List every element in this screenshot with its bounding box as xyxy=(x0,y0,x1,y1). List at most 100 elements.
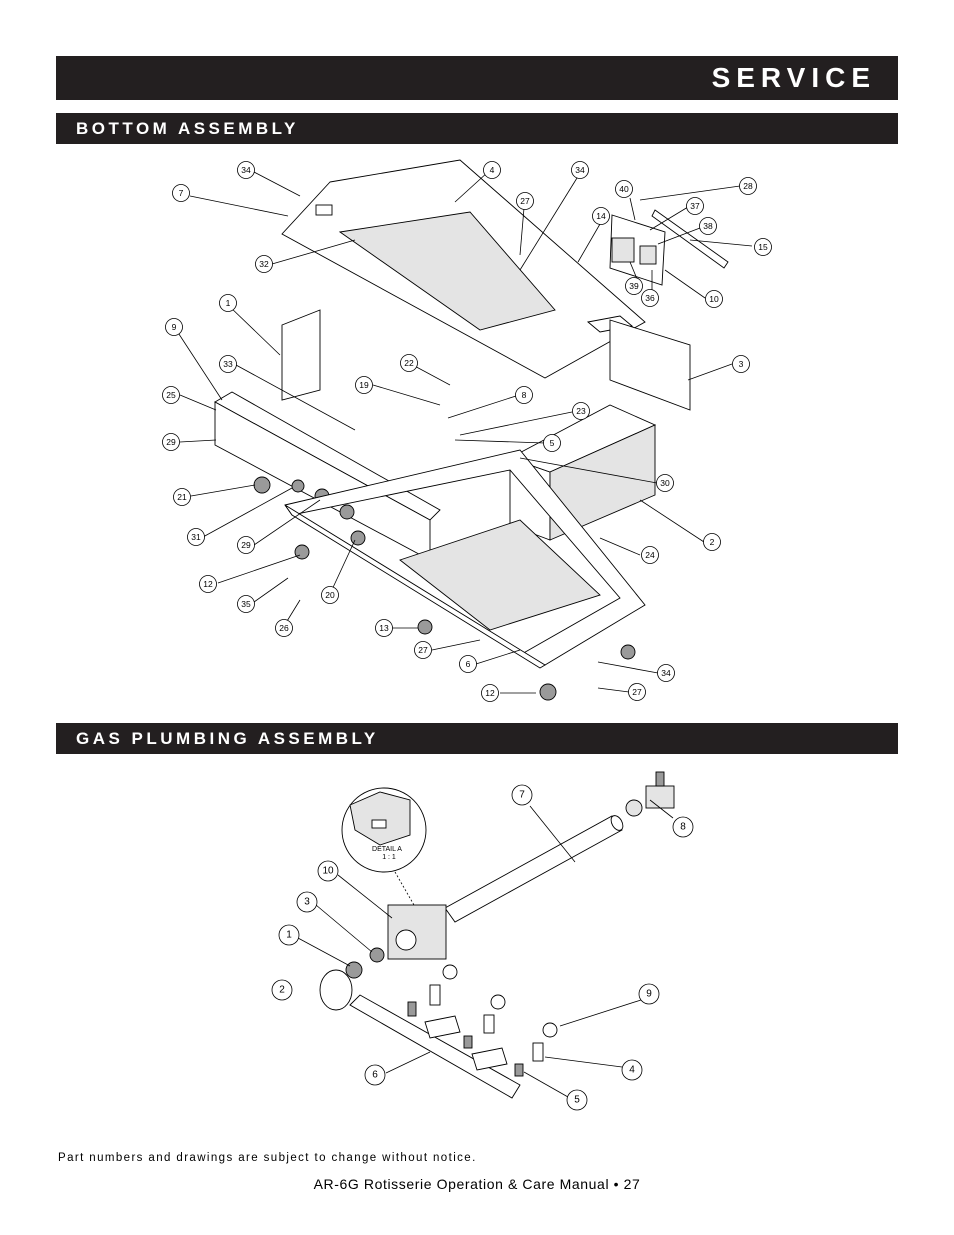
callout-number: 39 xyxy=(629,281,639,291)
callout-bubble xyxy=(572,402,590,420)
callout-bubble xyxy=(414,641,432,659)
section-title-gas-plumbing: GAS PLUMBING ASSEMBLY xyxy=(76,729,379,748)
callout-number: 8 xyxy=(522,390,527,400)
callout-bubble xyxy=(275,619,293,637)
callout-bubble xyxy=(686,197,704,215)
callout-bubble xyxy=(641,546,659,564)
callout-bubble xyxy=(566,1089,588,1111)
pipe-fitting xyxy=(625,799,643,817)
detail-a-part xyxy=(349,791,411,846)
callout-bubble xyxy=(656,474,674,492)
callout-bubble xyxy=(237,536,255,554)
callout-bubble xyxy=(705,290,723,308)
orifices xyxy=(407,964,558,1077)
detail-a-slot xyxy=(371,819,387,829)
callout-bubble xyxy=(162,386,180,404)
callout-number: 35 xyxy=(241,599,251,609)
gas-leader-lines xyxy=(297,799,674,1098)
callout-bubble xyxy=(516,192,534,210)
callout-bubble xyxy=(699,217,717,235)
callout-number: 3 xyxy=(739,359,744,369)
callout-bubble xyxy=(739,177,757,195)
callout-bubble xyxy=(219,355,237,373)
section-bar-bottom-assembly: BOTTOM ASSEMBLY xyxy=(56,113,898,144)
callout-bubble xyxy=(571,161,589,179)
callout-number: 7 xyxy=(179,188,184,198)
callout-number: 34 xyxy=(661,668,671,678)
callout-bubble xyxy=(703,533,721,551)
callout-number: 37 xyxy=(690,201,700,211)
igniter-module xyxy=(639,245,657,265)
callout-number: 34 xyxy=(575,165,585,175)
section-bar-gas-plumbing: GAS PLUMBING ASSEMBLY xyxy=(56,723,898,754)
rear-cover-panel xyxy=(609,319,691,411)
callout-number: 29 xyxy=(241,540,251,550)
callout-number: 22 xyxy=(404,358,414,368)
knob-bezel xyxy=(319,969,353,1011)
callout-number: 5 xyxy=(550,438,555,448)
callout-number: 29 xyxy=(166,437,176,447)
manifold-pipe xyxy=(444,815,623,923)
callout-number: 30 xyxy=(660,478,670,488)
callout-number: 31 xyxy=(191,532,201,542)
callout-bubble xyxy=(278,924,300,946)
callout-number: 23 xyxy=(576,406,586,416)
knob-adapter xyxy=(369,947,385,963)
callout-number: 15 xyxy=(758,242,768,252)
knob xyxy=(339,504,355,520)
gas-valve-block xyxy=(611,237,635,263)
callout-bubble xyxy=(459,655,477,673)
callout-bubble xyxy=(364,1064,386,1086)
callout-number: 4 xyxy=(629,1065,635,1076)
callout-bubble xyxy=(375,619,393,637)
callout-bubble xyxy=(732,355,750,373)
callout-number: 24 xyxy=(645,550,655,560)
callout-number: 38 xyxy=(703,221,713,231)
callout-number: 9 xyxy=(646,989,652,1000)
control-bracket xyxy=(609,214,666,286)
callout-bubble xyxy=(511,784,533,806)
callout-number: 34 xyxy=(241,165,251,175)
callout-bubble xyxy=(255,255,273,273)
knob xyxy=(350,530,366,546)
callout-number: 5 xyxy=(574,1095,580,1106)
callout-bubble xyxy=(162,433,180,451)
callout-number: 9 xyxy=(172,322,177,332)
callout-number: 3 xyxy=(304,897,310,908)
callout-number: 1 xyxy=(226,298,231,308)
page-header-banner: SERVICE xyxy=(56,56,898,100)
callout-bubble xyxy=(628,683,646,701)
right-side-panel-side xyxy=(549,424,656,541)
shutoff-valve xyxy=(645,785,675,809)
callout-bubble xyxy=(592,207,610,225)
callout-number: 12 xyxy=(485,688,495,698)
burner-tube xyxy=(349,994,521,1099)
detail-a-scale: 1 : 1 xyxy=(382,854,396,861)
callout-number: 27 xyxy=(418,645,428,655)
callout-number: 10 xyxy=(322,866,334,877)
callout-bubble xyxy=(173,488,191,506)
top-panel-cutout xyxy=(315,204,333,216)
gas-valve xyxy=(387,904,447,960)
valve-handle xyxy=(655,771,665,787)
callout-number: 6 xyxy=(466,659,471,669)
base-floor-plate xyxy=(399,519,601,631)
callout-bubble xyxy=(199,575,217,593)
callout-bubble xyxy=(165,318,183,336)
callout-bubble xyxy=(400,354,418,372)
callout-bubble xyxy=(355,376,373,394)
callout-number: 2 xyxy=(710,537,715,547)
callout-number: 32 xyxy=(259,259,269,269)
page-footer: AR-6G Rotisserie Operation & Care Manual… xyxy=(313,1176,641,1192)
callout-number: 7 xyxy=(519,790,525,801)
page-title: SERVICE xyxy=(711,62,876,93)
callout-bubble xyxy=(219,294,237,312)
callout-bubble xyxy=(621,1059,643,1081)
callout-bubble xyxy=(638,983,660,1005)
callout-bubble xyxy=(615,180,633,198)
callout-number: 33 xyxy=(223,359,233,369)
callout-bubble xyxy=(237,595,255,613)
callout-number: 26 xyxy=(279,623,289,633)
